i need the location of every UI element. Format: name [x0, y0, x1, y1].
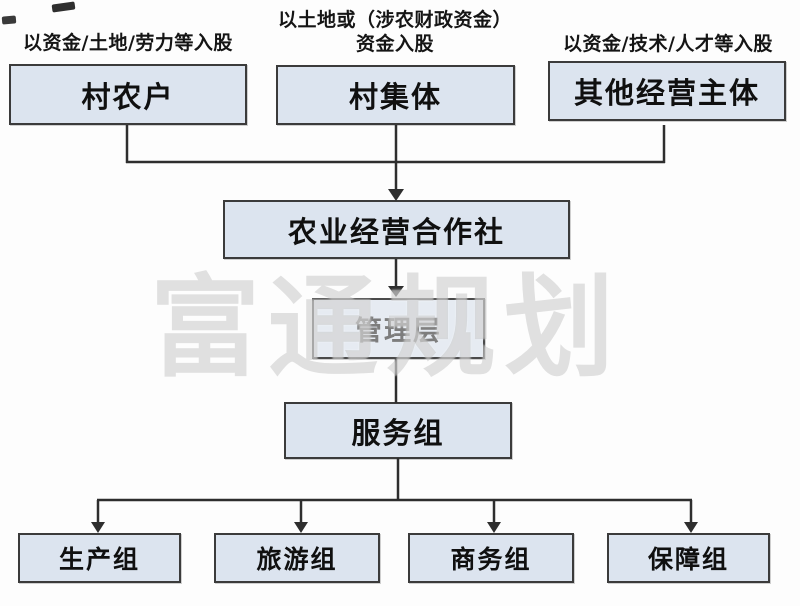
note-farmers-equity: 以资金/土地/劳力等入股 — [23, 32, 233, 54]
note-collective-equity: 以土地或（涉农财政资金） 资金入股 — [258, 8, 532, 57]
node-agricultural-cooperative: 农业经营合作社 — [223, 200, 570, 259]
note-collective-equity-line2: 资金入股 — [355, 33, 434, 56]
node-tourism-group: 旅游组 — [214, 533, 380, 583]
node-support-group: 保障组 — [607, 533, 770, 583]
node-village-farmers: 村农户 — [9, 64, 247, 125]
node-other-operators: 其他经营主体 — [548, 61, 786, 121]
note-collective-equity-line1: 以土地或（涉农财政资金） — [277, 9, 512, 31]
node-village-collective: 村集体 — [276, 65, 515, 125]
node-production-group: 生产组 — [18, 533, 181, 583]
node-business-group: 商务组 — [408, 533, 574, 583]
note-other-equity: 以资金/技术/人才等入股 — [563, 33, 773, 55]
node-management-layer: 管理层 — [312, 298, 485, 359]
